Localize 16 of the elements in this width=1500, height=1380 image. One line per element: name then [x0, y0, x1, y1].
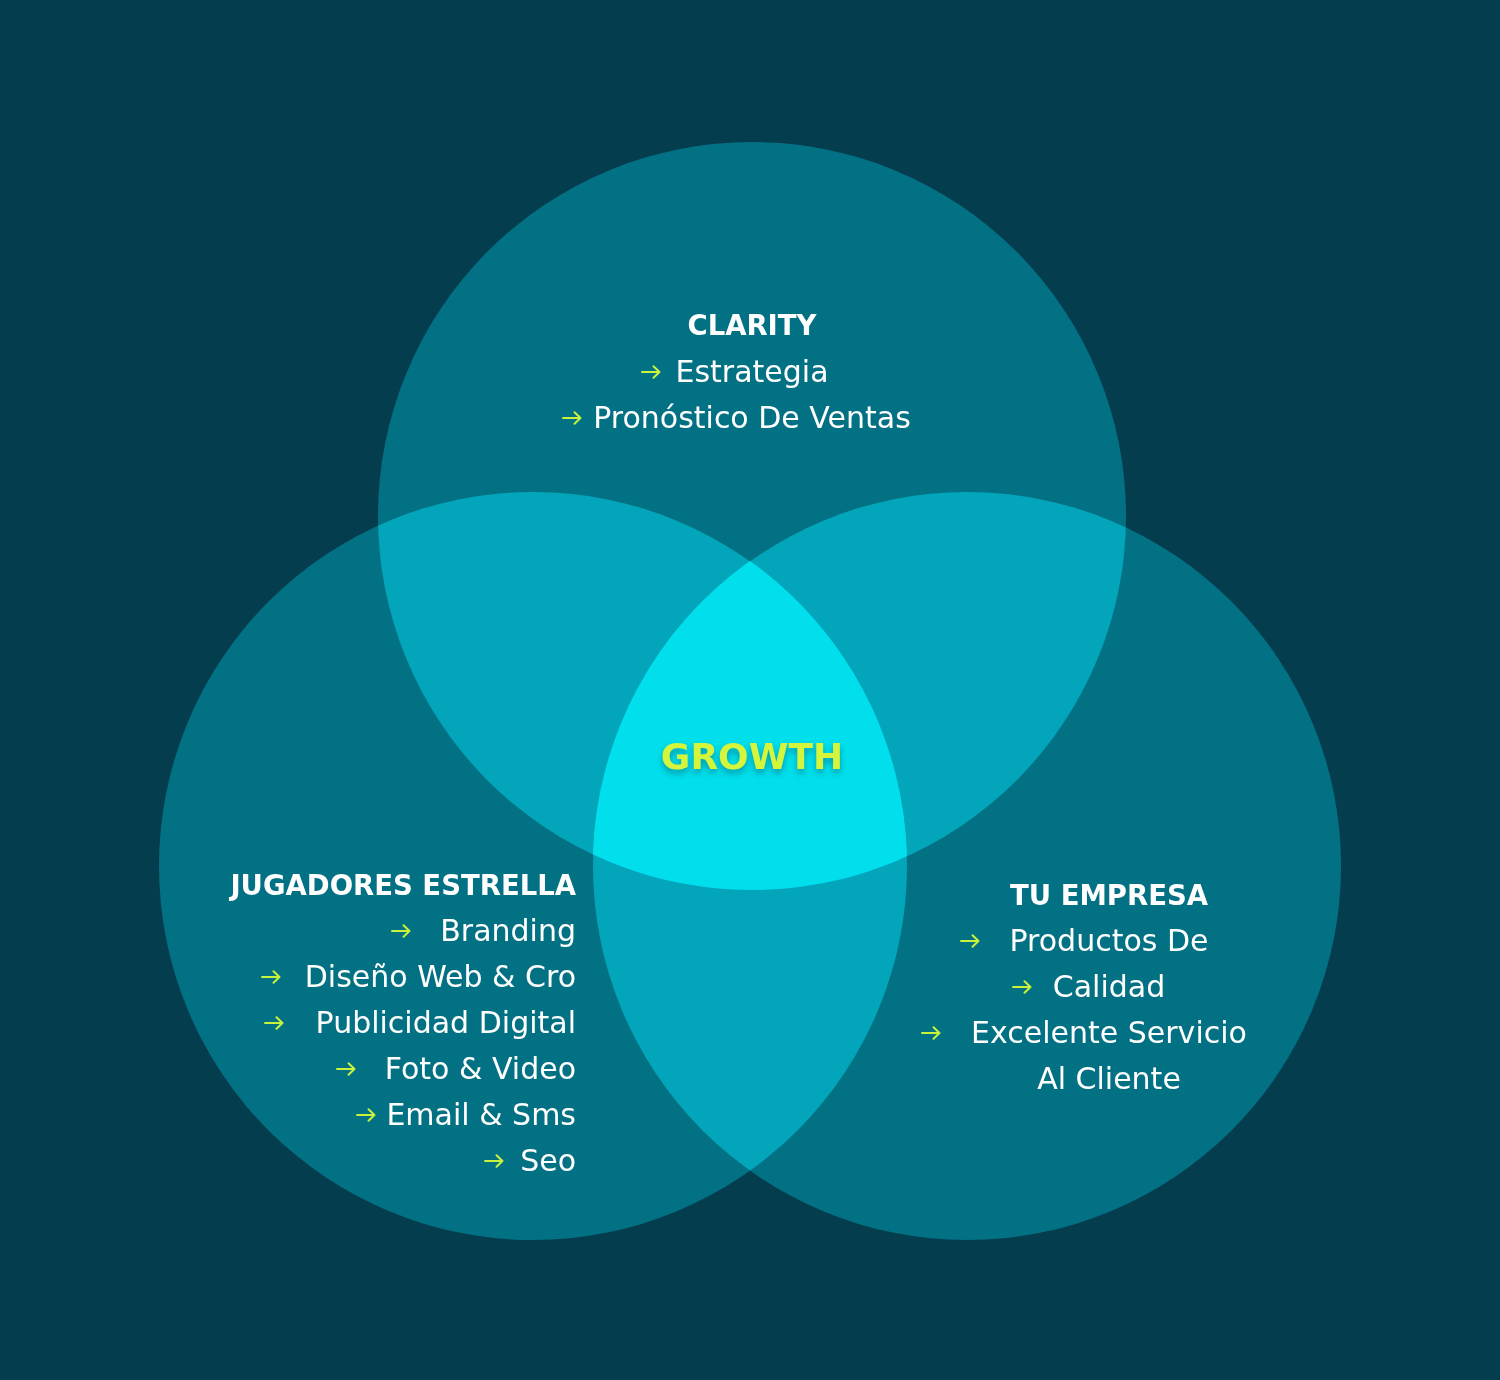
- list-item-text: Excelente Servicio Al Cliente: [970, 1014, 1248, 1098]
- list-item-text: Foto & Video: [384, 1050, 576, 1088]
- list-item-text: Productos De: [1009, 922, 1209, 960]
- list-item-text: Publicidad Digital: [315, 1004, 576, 1042]
- circle-title: CLARITY: [687, 308, 817, 343]
- circle-title: JUGADORES ESTRELLA: [230, 868, 576, 903]
- list-item-text: Branding: [440, 912, 576, 950]
- list-item-text: Calidad: [1052, 968, 1166, 1006]
- circle-title: TU EMPRESA: [1010, 878, 1208, 913]
- list-item-text: Pronóstico De Ventas: [593, 399, 911, 437]
- list-item-text: Estrategia: [675, 353, 829, 391]
- list-item-text: Seo: [520, 1142, 576, 1180]
- center-title: GROWTH: [660, 735, 844, 779]
- center-overlap-region: [593, 561, 907, 890]
- list-item-text: Email & Sms: [386, 1096, 576, 1134]
- list-item-text: Diseño Web & Cro: [304, 958, 576, 996]
